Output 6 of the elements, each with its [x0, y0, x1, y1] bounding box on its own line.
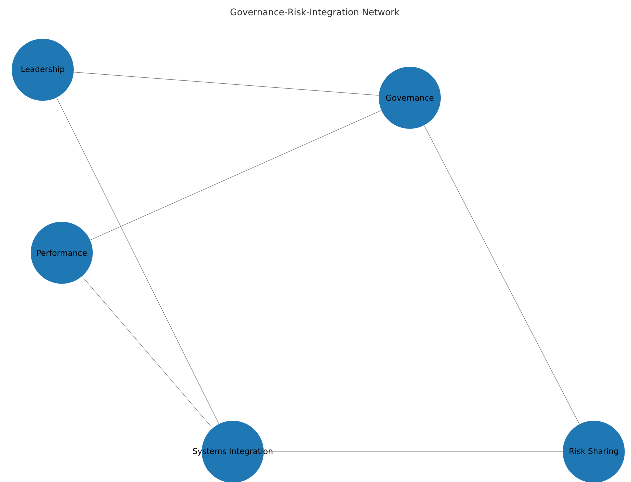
edge-line — [74, 72, 380, 96]
edge-line — [56, 98, 220, 424]
edge-line — [82, 276, 213, 429]
edge-line — [90, 110, 382, 240]
edge-line — [424, 125, 580, 425]
chart-title: Governance-Risk-Integration Network — [230, 8, 400, 18]
